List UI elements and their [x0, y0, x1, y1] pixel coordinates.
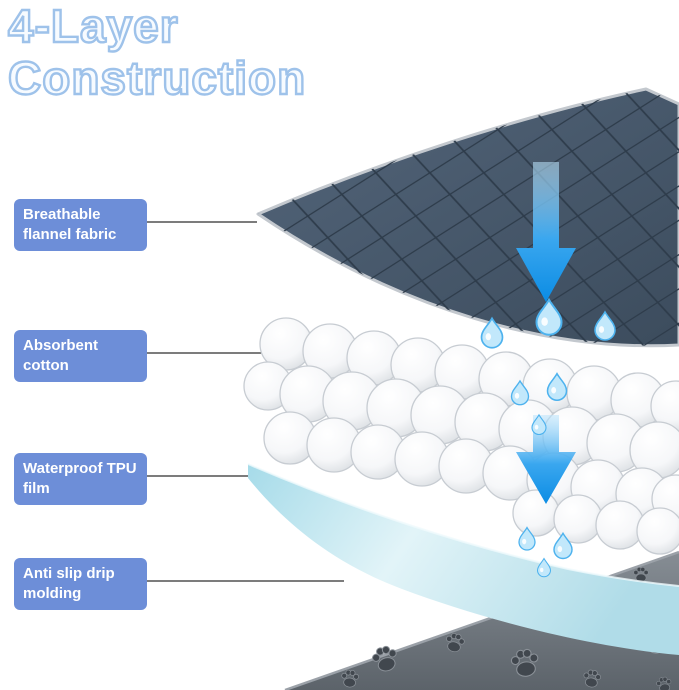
tpu-film-layer — [247, 463, 679, 655]
layer-label-text: Absorbent cotton — [23, 337, 98, 374]
connector-lines — [146, 221, 344, 582]
water-arrow-bottom — [516, 415, 576, 504]
water-arrow-top — [516, 162, 576, 302]
label-waterproof-tpu-film: Waterproof TPU film — [14, 453, 147, 505]
label-absorbent-cotton: Absorbent cotton — [14, 330, 147, 382]
layer-label-text: Anti slip drip molding — [23, 565, 115, 602]
label-breathable-flannel-fabric: Breathable flannel fabric — [14, 199, 147, 251]
flannel-fabric-layer — [256, 87, 679, 348]
title-line-2: Construction — [7, 51, 307, 105]
water-droplet-icon — [536, 558, 552, 578]
page-title: 4-Layer Construction — [7, 0, 307, 106]
title-line-1: 4-Layer — [7, 0, 179, 53]
layer-label-text: Waterproof TPU film — [23, 460, 137, 497]
layer-label-text: Breathable flannel fabric — [23, 206, 117, 243]
label-anti-slip-drip-molding: Anti slip drip molding — [14, 558, 147, 610]
